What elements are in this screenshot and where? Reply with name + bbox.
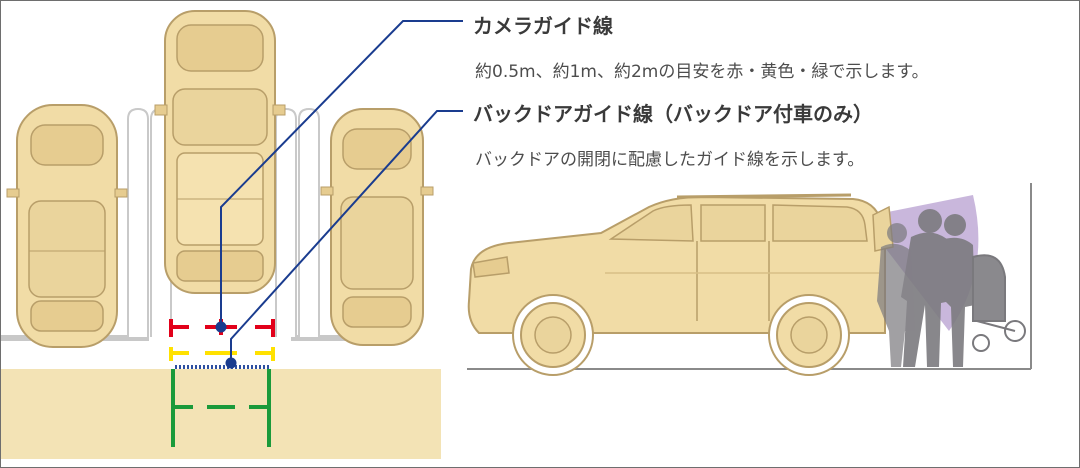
- parking-curb-right: [291, 335, 351, 341]
- camera-guide-description: 約0.5m、約1m、約2mの目安を赤・黄色・緑で示します。: [475, 62, 929, 82]
- backdoor-guide-title: バックドアガイド線（バックドア付車のみ）: [473, 102, 873, 126]
- camera-guide-lines: [169, 319, 275, 447]
- suv-top-view: [154, 10, 286, 294]
- parked-car-left: [6, 104, 128, 348]
- camera-guide-title: カメラガイド線: [473, 14, 613, 38]
- leader-dot-camera: [215, 321, 227, 333]
- guide-line-yellow: [169, 347, 275, 361]
- stroller-icon: [972, 254, 1026, 352]
- leader-dot-backdoor: [225, 357, 237, 369]
- guide-line-green: [171, 369, 271, 447]
- backdoor-guide-description: バックドアの開閉に配慮したガイド線を示します。: [475, 150, 865, 170]
- parked-car-right: [320, 108, 434, 346]
- suv-side-view: [467, 193, 894, 376]
- parking-dividers: [127, 107, 320, 337]
- leader-line-camera: [220, 20, 463, 327]
- parking-ground: [1, 369, 441, 459]
- leader-line-backdoor: [230, 110, 463, 363]
- people-silhouette-icon: [877, 209, 975, 367]
- leader-lines: [220, 20, 463, 363]
